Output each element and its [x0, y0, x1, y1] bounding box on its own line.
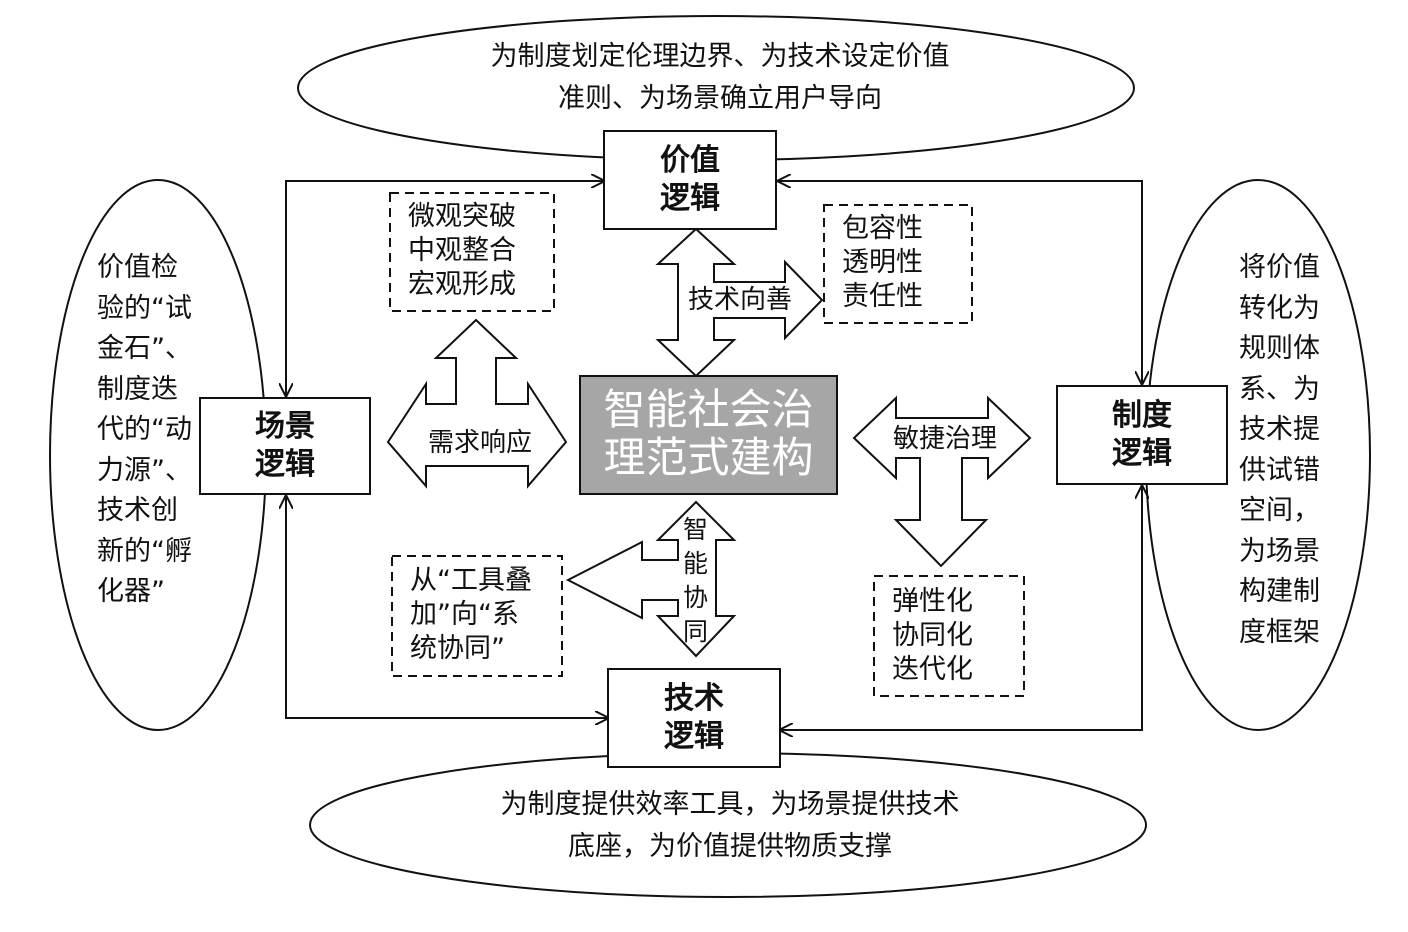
dashed-box-bottom-left-text: 从“工具叠 加”向“系 统协同”	[410, 564, 560, 666]
dashed-box-top-left	[389, 192, 555, 312]
value-logic-line-2: 逻辑	[660, 181, 720, 216]
dashed-line: 统协同”	[410, 633, 505, 664]
agile-governance-label: 敏捷治理	[893, 424, 998, 454]
tech-logic-box	[607, 668, 781, 768]
bottom-oval-text: 为制度提供效率工具，为场景提供技术 底座，为价值提供物质支撑	[410, 784, 1050, 868]
dashed-line: 加”向“系	[410, 599, 519, 630]
smart-synergy-char: 协	[683, 583, 709, 612]
institution-logic-box	[1056, 385, 1228, 485]
smart-synergy-block-arrow	[565, 500, 737, 658]
tech-logic-line-1: 技术	[664, 681, 724, 716]
left-oval-line: 价值检	[97, 252, 178, 283]
scene-logic-label: 场景 逻辑	[200, 408, 370, 484]
dashed-box-top-right	[823, 204, 973, 324]
dashed-box-top-right-text: 包容性 透明性 责任性	[842, 212, 962, 314]
dashed-line: 迭代化	[892, 654, 973, 685]
smart-synergy-char: 同	[683, 617, 709, 646]
right-oval-line: 规则体	[1239, 333, 1320, 364]
left-oval-line: 金石”、	[97, 333, 192, 364]
tech-logic-label: 技术 逻辑	[608, 680, 780, 756]
tech-good-label: 技术向善	[688, 285, 793, 315]
dashed-line: 责任性	[842, 281, 923, 312]
right-oval-line: 为场景	[1239, 535, 1320, 567]
dashed-line: 宏观形成	[408, 269, 516, 300]
dashed-line: 从“工具叠	[410, 565, 532, 596]
demand-response-block-arrow	[386, 318, 568, 489]
right-oval-line: 转化为	[1239, 292, 1320, 324]
right-oval-line: 技术提	[1239, 414, 1320, 445]
center-title-line-2: 理范式建构	[603, 433, 814, 482]
value-logic-label: 价值 逻辑	[604, 142, 776, 218]
scene-logic-line-2: 逻辑	[255, 447, 315, 482]
institution-logic-line-1: 制度	[1112, 398, 1172, 433]
right-oval-line: 空间，	[1239, 495, 1320, 526]
right-oval-line: 供试错	[1239, 454, 1320, 486]
dashed-box-top-left-text: 微观突破 中观整合 宏观形成	[408, 200, 548, 302]
left-oval-line: 化器”	[97, 576, 165, 607]
dashed-line: 微观突破	[408, 201, 516, 232]
dashed-box-bottom-right-text: 弹性化 协同化 迭代化	[892, 585, 1012, 687]
value-logic-box	[603, 130, 777, 230]
top-oval-line-1: 为制度划定伦理边界、为技术设定价值	[490, 41, 950, 72]
right-oval-line: 系、为	[1239, 373, 1320, 405]
left-oval-line: 代的“动	[97, 414, 192, 445]
scene-logic-box	[199, 397, 371, 495]
institution-logic-line-2: 逻辑	[1112, 436, 1172, 471]
dashed-line: 透明性	[842, 247, 923, 278]
value-logic-line-1: 价值	[660, 143, 720, 178]
tech-good-block-arrow	[655, 227, 824, 378]
bottom-oval-line-1: 为制度提供效率工具，为场景提供技术	[500, 789, 960, 820]
left-oval-text: 价值检 验的“试 金石”、 制度迭 代的“动 力源”、 技术创 新的“孵 化器”	[97, 248, 207, 613]
left-oval-line: 制度迭	[97, 373, 178, 405]
center-title: 智能社会治 理范式建构	[580, 386, 837, 482]
smart-synergy-char: 智	[683, 515, 709, 544]
agile-governance-block-arrow	[852, 395, 1032, 568]
center-box	[579, 375, 838, 495]
left-oval-line: 新的“孵	[97, 535, 192, 567]
dashed-line: 弹性化	[892, 586, 973, 617]
dashed-box-bottom-right	[873, 575, 1025, 697]
institution-logic-label: 制度 逻辑	[1057, 397, 1227, 473]
top-oval-text: 为制度划定伦理边界、为技术设定价值 准则、为场景确立用户导向	[400, 36, 1040, 120]
tech-logic-line-2: 逻辑	[664, 719, 724, 754]
right-oval-line: 将价值	[1239, 252, 1320, 283]
bottom-oval-line-2: 底座，为价值提供物质支撑	[568, 831, 892, 862]
smart-synergy-char: 能	[683, 549, 709, 578]
center-title-line-1: 智能社会治	[603, 385, 814, 434]
left-oval-line: 力源”、	[97, 454, 192, 486]
dashed-line: 协同化	[892, 620, 973, 651]
dashed-line: 中观整合	[408, 235, 516, 266]
left-oval-line: 技术创	[97, 495, 178, 526]
dashed-box-bottom-left	[391, 555, 563, 677]
right-oval-line: 度框架	[1239, 616, 1320, 648]
top-oval-line-2: 准则、为场景确立用户导向	[558, 83, 882, 114]
dashed-line: 包容性	[842, 213, 923, 244]
right-oval-line: 构建制	[1239, 576, 1320, 607]
left-oval-line: 验的“试	[97, 292, 192, 324]
demand-response-label: 需求响应	[428, 428, 533, 458]
right-oval-text: 将价值 转化为 规则体 系、为 技术提 供试错 空间， 为场景 构建制 度框架	[1239, 248, 1339, 653]
smart-synergy-label: 智 能 协 同	[683, 513, 708, 649]
scene-logic-line-1: 场景	[255, 409, 315, 444]
